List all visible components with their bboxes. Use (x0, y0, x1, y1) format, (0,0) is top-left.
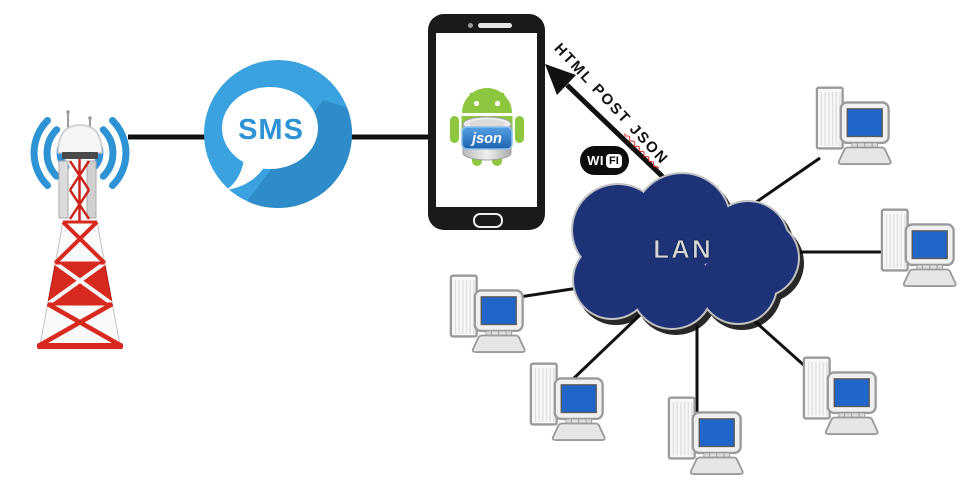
camera-dot-icon (468, 23, 473, 28)
android-smartphone-icon: json (428, 14, 545, 230)
sms-label: SMS (238, 114, 304, 146)
home-button-icon (473, 213, 503, 228)
json-badge-label: json (470, 131, 502, 147)
computer-node-bottom-left (518, 360, 610, 441)
computer-node-bottom-right (791, 354, 883, 435)
computer-node-top-right (804, 84, 896, 165)
cell-tower-icon (30, 110, 130, 349)
phone-screen: json (436, 33, 537, 207)
lan-line-bottom-left (570, 313, 642, 382)
wifi-logo-icon: WI FI (580, 146, 629, 175)
lan-line-top-right (751, 156, 821, 207)
json-badge: json (461, 126, 513, 150)
sms-chat-bubble-icon: SMS (204, 60, 352, 208)
computer-node-bottom-middle (656, 394, 748, 475)
tower-structure (37, 110, 123, 349)
computer-node-left (438, 272, 530, 353)
speaker-bar-icon (478, 23, 512, 28)
speech-bubble (222, 87, 318, 190)
lan-cloud-icon: LAN (571, 172, 800, 330)
html-post-arrow-icon (545, 64, 665, 179)
wifi-label-fi: FI (606, 153, 622, 168)
wifi-label-wi: WI (587, 153, 605, 168)
android-json-database-icon: json (450, 88, 524, 166)
lan-label: LAN (653, 234, 712, 264)
computer-node-right (869, 206, 961, 287)
